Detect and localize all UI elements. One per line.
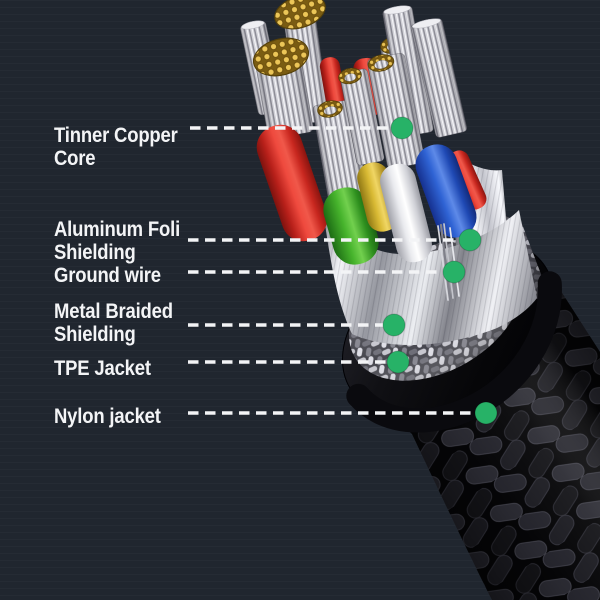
callout-label-nylon-jacket: Nylon jacket <box>54 405 161 428</box>
callout-dot <box>474 401 498 425</box>
red-wire-insulation <box>256 124 328 242</box>
callout-label-line: Tinner Copper <box>54 124 178 147</box>
callout-label-line: Shielding <box>54 323 136 346</box>
tinned-copper-ring-tip <box>317 100 343 118</box>
tinned-strand-bundle <box>410 18 468 138</box>
callout-label-line: Aluminum Foli <box>54 218 181 241</box>
callout-dot <box>382 313 406 337</box>
callout-label-line: TPE Jacket <box>54 357 151 380</box>
callout-label-aluminum-foil-shielding: Aluminum Foli Shielding <box>54 218 180 264</box>
tinned-copper-tip <box>274 0 326 30</box>
white-wire-insulation <box>380 163 432 263</box>
callout-dot <box>390 116 414 140</box>
tinned-copper-tip <box>253 37 309 77</box>
callout-label-line: Metal Braided <box>54 300 173 323</box>
callout-lines <box>188 126 475 415</box>
callout-label-line: Shielding <box>54 241 136 264</box>
red-wire-insulation <box>319 57 347 112</box>
callout-label-tpe-jacket: TPE Jacket <box>54 357 151 380</box>
callout-label-metal-braided-shielding: Metal Braided Shielding <box>54 300 173 346</box>
tinned-copper-ring-tip <box>367 54 395 72</box>
callout-label-line: Nylon jacket <box>54 405 161 428</box>
callout-dot <box>386 350 410 374</box>
callout-dot <box>442 260 466 284</box>
tinned-copper-ring-tip <box>338 67 362 85</box>
tpe-jacket-front-rim <box>346 271 562 433</box>
callout-label-line: Core <box>54 147 96 170</box>
blue-wire-insulation <box>415 144 477 238</box>
callout-dots <box>382 116 498 425</box>
callout-dot <box>458 228 482 252</box>
callout-label-tinner-copper-core: Tinner Copper Core <box>54 124 178 170</box>
wire-bundle <box>240 0 487 265</box>
callout-label-line: Ground wire <box>54 264 161 287</box>
callout-label-ground-wire: Ground wire <box>54 264 161 287</box>
